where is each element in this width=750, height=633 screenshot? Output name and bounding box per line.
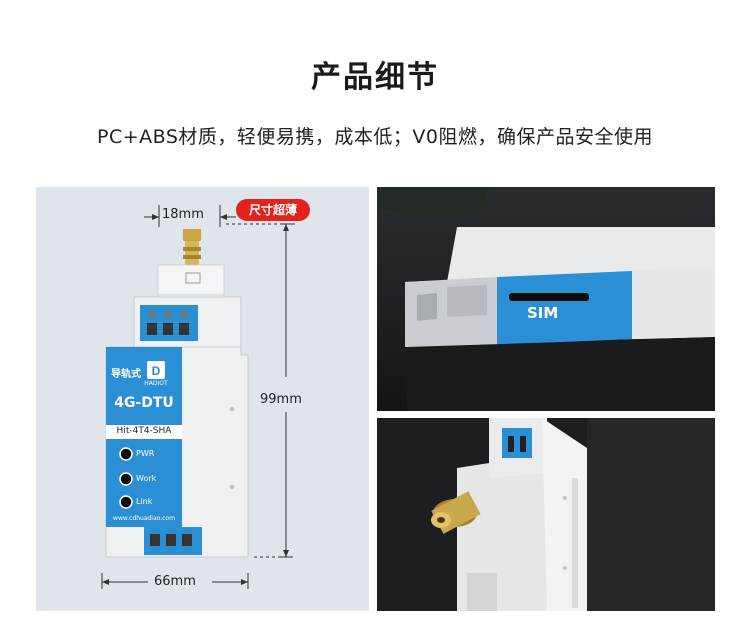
height-label: 99mm (260, 392, 302, 407)
led-label-link: Link (136, 497, 153, 506)
sim-slot-illustration (377, 187, 715, 411)
dimension-panel: D 尺寸超薄 18mm 99mm 66mm 导轨式 HADIOT 4G-DTU … (36, 187, 369, 611)
page-subtitle: PC+ABS材质，轻便易携，成本低；V0阻燃，确保产品安全使用 (97, 126, 653, 148)
page-title: 产品细节 (311, 60, 439, 95)
brand-label: HADIOT (144, 380, 168, 387)
led-label-pwr: PWR (136, 449, 155, 458)
device-dimension-illustration: D (101, 205, 296, 589)
sim-slot-photo: SIM (377, 187, 715, 411)
website-label: www.cdhuadiao.com (113, 515, 175, 522)
model-code: Hit-4T4-SHA (116, 426, 172, 436)
width-top-label: 18mm (162, 207, 204, 222)
antenna-connector-illustration (377, 418, 715, 611)
width-bottom-label: 66mm (154, 574, 196, 589)
svg-text:D: D (152, 364, 161, 378)
model-title: 4G-DTU (114, 395, 174, 411)
antenna-connector-photo (377, 418, 715, 611)
sim-label: SIM (527, 304, 559, 322)
rail-type-label: 导轨式 (111, 369, 141, 380)
led-label-work: Work (136, 474, 157, 483)
ultra-thin-badge: 尺寸超薄 (236, 199, 310, 221)
